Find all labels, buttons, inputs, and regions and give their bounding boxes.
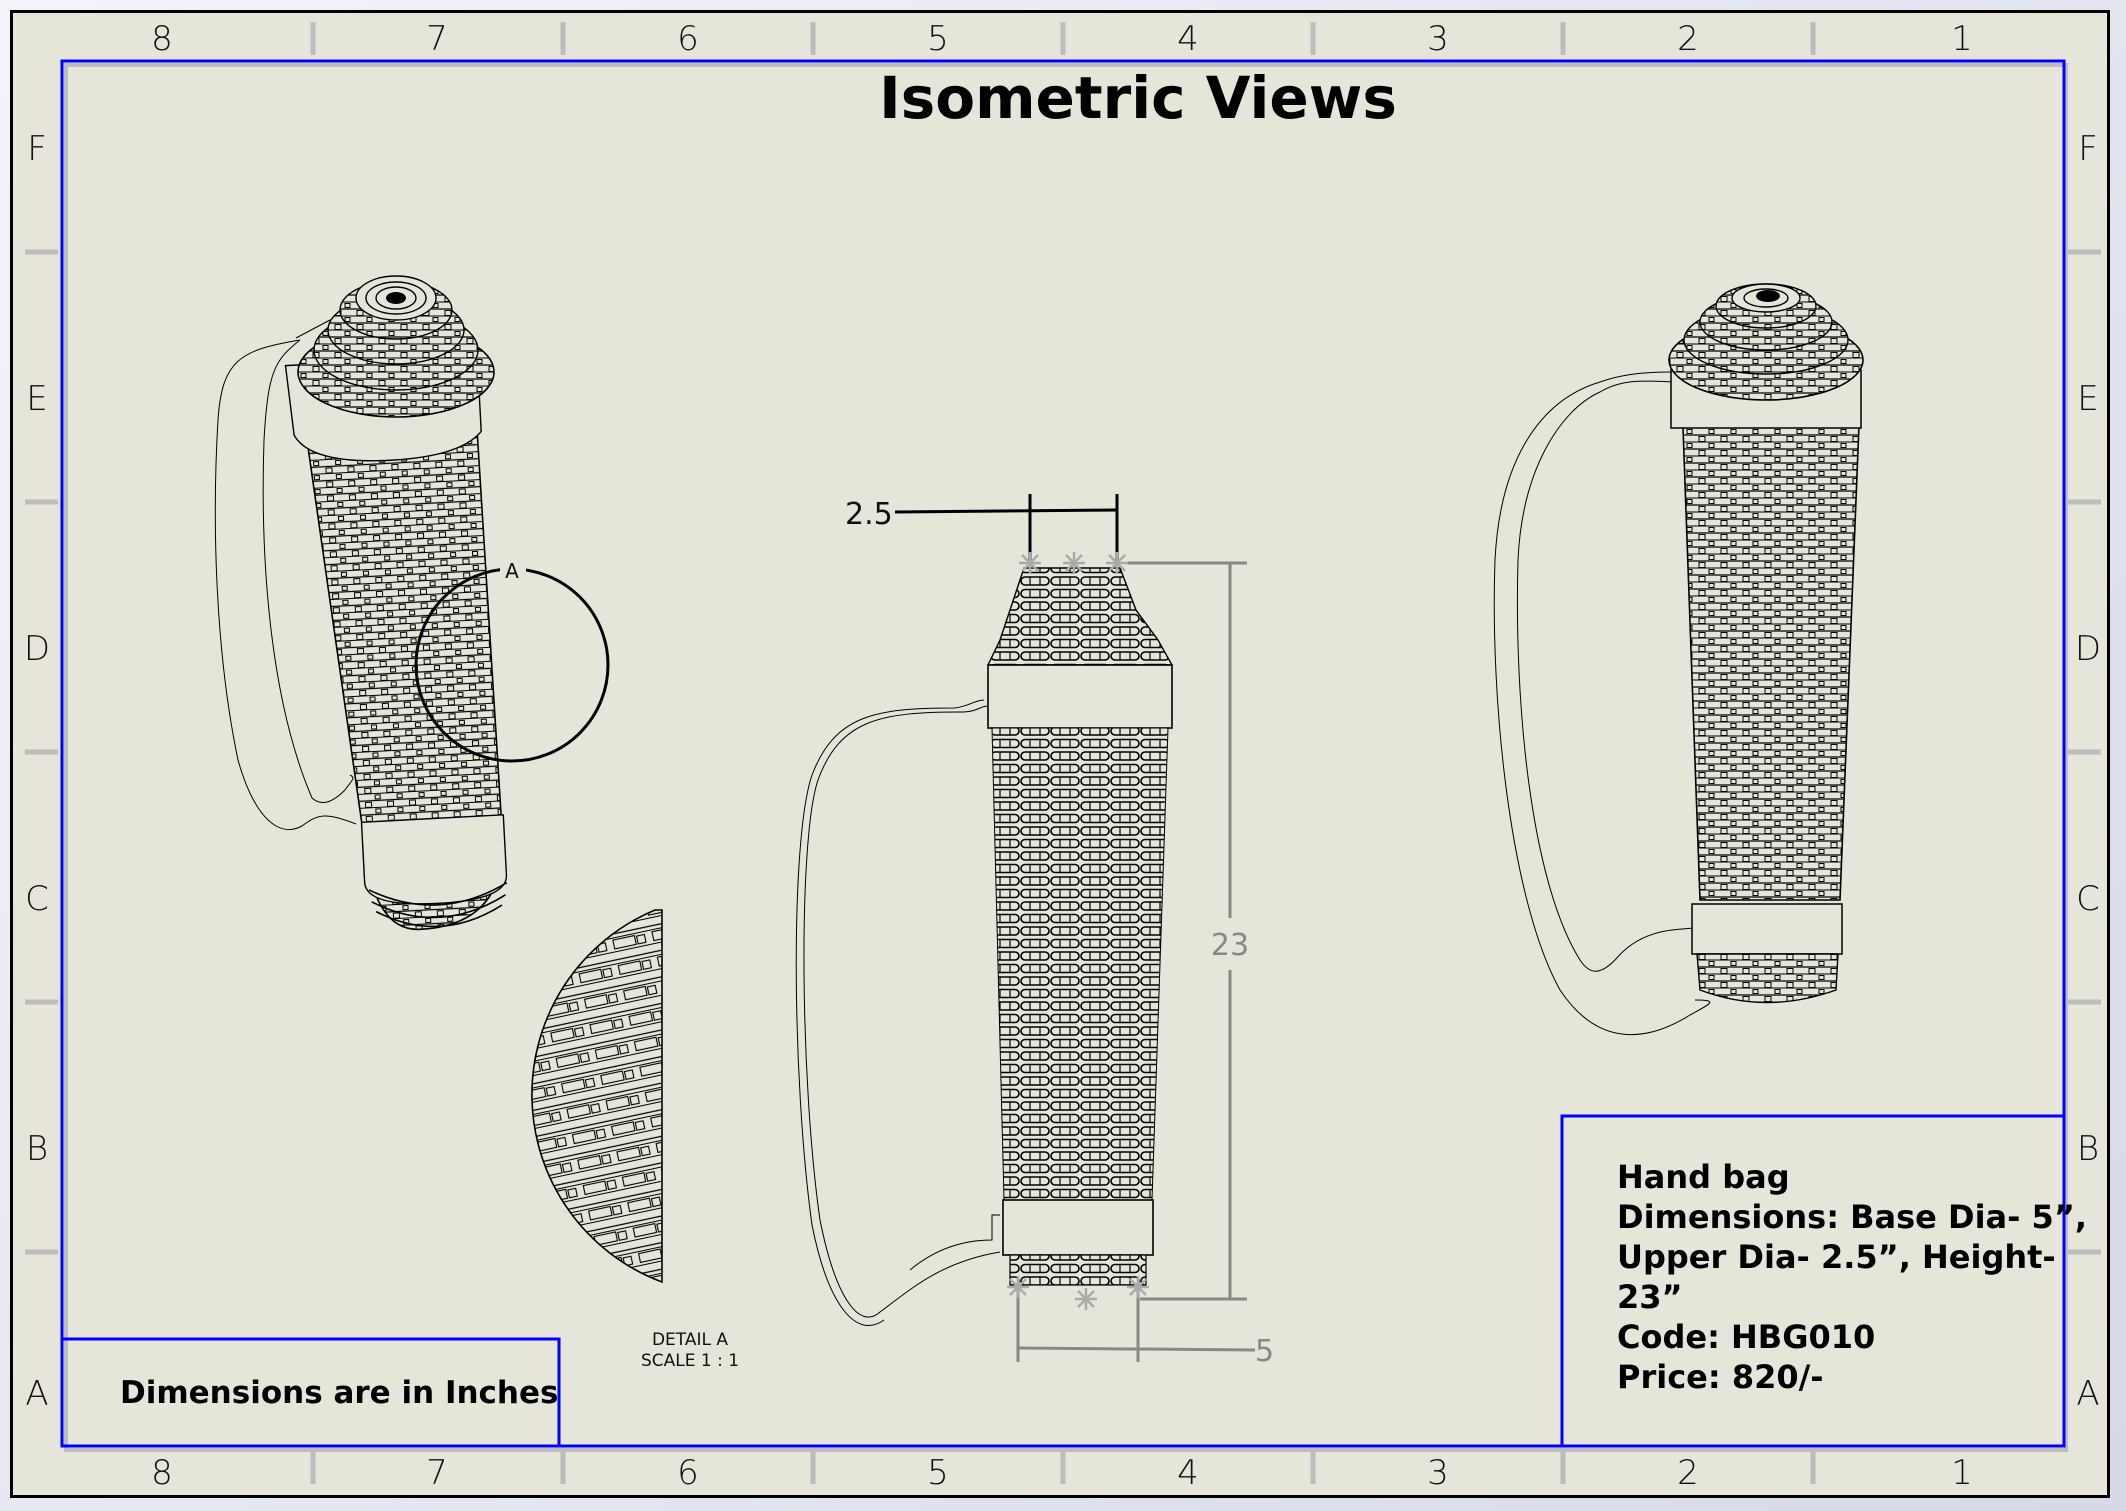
info-code: Code: HBG010 [1617, 1318, 1875, 1356]
zone-ticks [25, 22, 2101, 1484]
row-label: C [25, 879, 49, 919]
row-label: D [2075, 629, 2101, 669]
isometric-view-left: A [214, 275, 610, 931]
column-label: 2 [1677, 19, 1699, 59]
dimension-endpoint-markers [1007, 552, 1149, 1310]
page-title: Isometric Views [879, 64, 1397, 132]
column-label: 4 [1177, 19, 1199, 59]
column-label: 5 [927, 19, 949, 59]
drawing-border [60, 59, 2066, 1448]
row-label: A [25, 1374, 48, 1414]
column-labels-bottom: 8 7 6 5 4 3 2 1 [151, 1453, 1973, 1493]
column-label: 4 [1177, 1453, 1199, 1493]
units-note: Dimensions are in Inches [120, 1375, 558, 1411]
row-label: A [2076, 1374, 2099, 1414]
row-label: E [26, 379, 47, 419]
column-label: 1 [1951, 1453, 1973, 1493]
dimension-upper-diameter: 2.5 [845, 497, 893, 532]
info-block: Hand bag Dimensions: Base Dia- 5”, Upper… [1560, 1114, 2087, 1446]
row-label: C [2076, 879, 2100, 919]
top-opening [386, 292, 406, 304]
column-labels-top: 8 7 6 5 4 3 2 1 [151, 19, 1973, 59]
column-label: 3 [1427, 19, 1449, 59]
front-view: 2.5 23 5 [795, 494, 1274, 1369]
detail-label-line1: DETAIL A [652, 1330, 728, 1350]
row-label: E [2077, 379, 2098, 419]
handle-outer [1493, 371, 1711, 1036]
row-label: D [24, 629, 50, 669]
bag-body [991, 727, 1169, 1201]
info-product-name: Hand bag [1617, 1158, 1790, 1196]
units-note-box: Dimensions are in Inches [62, 1337, 561, 1446]
bottom-band [1691, 903, 1843, 955]
row-label: F [27, 129, 47, 169]
handle-outer [803, 705, 1001, 1318]
row-label: B [2077, 1129, 2099, 1169]
column-label: 7 [426, 19, 448, 59]
bottom-band [360, 814, 508, 905]
column-label: 1 [1951, 19, 1973, 59]
dimension-height: 23 [1211, 928, 1249, 963]
column-label: 3 [1427, 1453, 1449, 1493]
bottom-band [1002, 1199, 1154, 1256]
dimension-base-diameter: 5 [1255, 1334, 1274, 1369]
base-rings [1696, 953, 1839, 1004]
info-price: Price: 820/- [1617, 1358, 1824, 1396]
detail-view-a: DETAIL A SCALE 1 : 1 [531, 909, 739, 1371]
detail-callout-letter: A [505, 559, 519, 583]
column-label: 8 [151, 19, 173, 59]
row-labels-left: F E D C B A [24, 129, 50, 1414]
row-label: F [2078, 129, 2098, 169]
column-label: 5 [927, 1453, 949, 1493]
isometric-view-right [1493, 283, 1864, 1036]
info-dimensions-line1: Dimensions: Base Dia- 5”, [1617, 1198, 2087, 1236]
top-opening [1756, 290, 1780, 302]
column-label: 6 [677, 1453, 699, 1493]
top-band [987, 664, 1173, 729]
column-label: 6 [677, 19, 699, 59]
detail-a-section [531, 909, 663, 1284]
info-dimensions-line2: Upper Dia- 2.5”, Height- [1617, 1238, 2056, 1276]
column-label: 8 [151, 1453, 173, 1493]
border-shadow [64, 63, 2068, 1452]
top-cone [986, 567, 1174, 666]
row-labels-right: F E D C B A [2075, 129, 2101, 1414]
base-rings [1009, 1254, 1147, 1286]
handle-outer [214, 339, 357, 830]
column-label: 2 [1677, 1453, 1699, 1493]
info-dimensions-line3: 23” [1617, 1278, 1683, 1316]
handle-inner [262, 339, 354, 803]
column-label: 7 [426, 1453, 448, 1493]
detail-label-line2: SCALE 1 : 1 [641, 1351, 739, 1371]
row-label: B [26, 1129, 48, 1169]
bag-body [1681, 399, 1861, 901]
